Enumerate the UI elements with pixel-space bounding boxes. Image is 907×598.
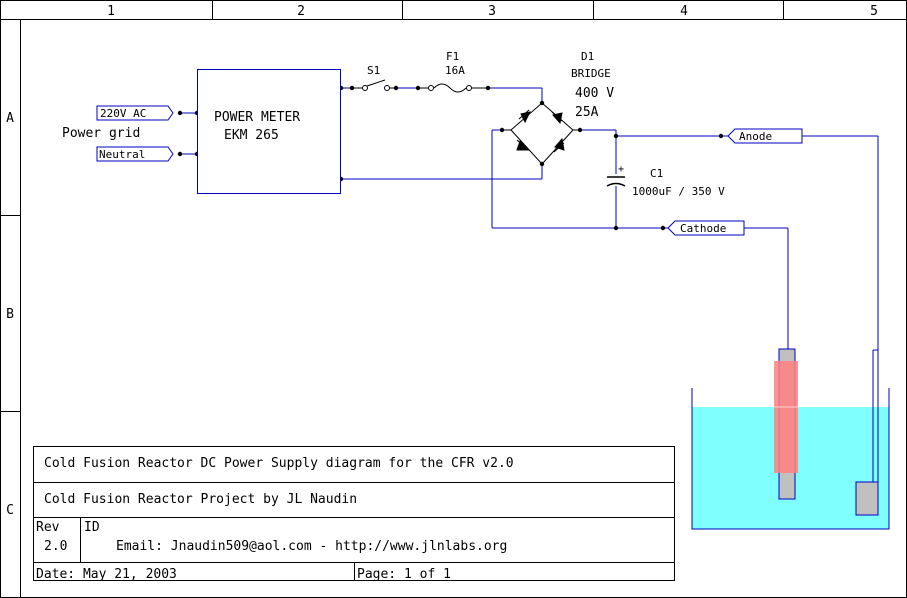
capacitor-c1 [606,176,626,187]
reactor-tank [691,348,890,530]
bridge-rectifier-d1 [502,102,580,165]
column-label-5: 5 [870,4,878,19]
date-field: Date: May 21, 2003 [36,567,177,582]
diagram-title: Cold Fusion Reactor DC Power Supply diag… [44,456,514,471]
bridge-type: BRIDGE [571,67,611,80]
capacitor-polarity: + [618,164,624,175]
column-label-3: 3 [488,4,496,19]
power-meter-model: EKM 265 [224,128,279,143]
anode-electrode [855,481,879,516]
capacitor-ref: C1 [650,167,663,180]
neutral-input-port: Neutral [96,146,174,162]
page-field: Page: 1 of 1 [357,567,451,582]
anode-port: Anode [727,128,803,144]
ac-input-port: 220V AC [96,105,174,121]
row-label-a: A [6,111,14,126]
wires [180,87,879,350]
switch-s1 [352,79,396,91]
row-label-c: C [6,503,14,518]
frame-labels: 1 2 3 4 5 A B C [6,4,878,518]
cathode-electrode-highlight [774,361,798,473]
bridge-current: 25A [575,105,599,120]
bridge-voltage: 400 V [575,86,614,101]
contact-info: Email: Jnaudin509@aol.com - http://www.j… [116,539,507,554]
anode-label: Anode [739,130,772,143]
neutral-input-label: Neutral [99,148,145,161]
fuse-f1 [418,83,488,93]
capacitor-value: 1000uF / 350 V [632,185,725,198]
cathode-port: Cathode [667,220,745,236]
column-label-4: 4 [680,4,688,19]
id-label: ID [84,520,100,535]
rev-value: 2.0 [44,539,67,554]
bridge-ref: D1 [581,50,594,63]
project-name: Cold Fusion Reactor Project by JL Naudin [44,492,357,507]
power-meter-block: POWER METER EKM 265 [197,69,341,194]
fuse-value: 16A [445,64,465,77]
row-label-b: B [6,307,14,322]
title-block [33,446,675,581]
ac-input-label: 220V AC [100,107,146,120]
power-grid-label: Power grid [62,126,140,141]
switch-ref: S1 [367,64,380,77]
column-label-2: 2 [297,4,305,19]
rev-label: Rev [36,520,60,535]
column-label-1: 1 [107,4,115,19]
title-block-text: Cold Fusion Reactor DC Power Supply diag… [36,456,514,582]
cathode-label: Cathode [680,222,726,235]
fuse-ref: F1 [446,50,459,63]
power-meter-name: POWER METER [214,110,300,125]
